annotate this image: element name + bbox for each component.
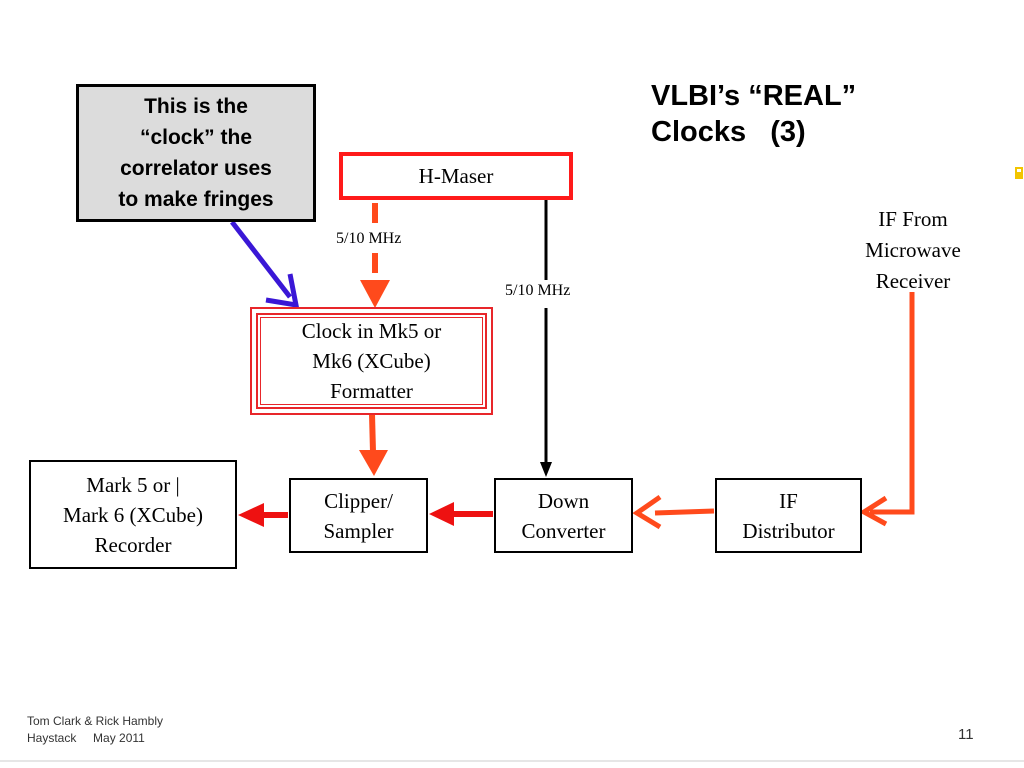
h-maser-box: H-Maser: [339, 152, 573, 200]
clipper-sampler-box: Clipper/ Sampler: [289, 478, 428, 553]
clipper-label-line: Sampler: [323, 518, 394, 543]
down-converter-box: Down Converter: [494, 478, 633, 553]
footer-line: Haystack May 2011: [27, 731, 145, 745]
ifdist-label-line: Distributor: [742, 518, 835, 543]
formatter-label-line: Mk6 (XCube): [312, 349, 431, 373]
callout-line: This is the: [144, 95, 248, 118]
slide-title: VLBI’s “REAL” Clocks (3): [651, 78, 856, 150]
edge-marker-icon: [1015, 167, 1023, 179]
page-number: 11: [958, 726, 974, 743]
ifdist-label-line: IF: [779, 488, 798, 513]
recorder-label-line: Mark 6 (XCube): [63, 502, 203, 527]
title-line: VLBI’s “REAL”: [651, 80, 857, 112]
if-source-line: Microwave: [865, 238, 961, 262]
formatter-inner-border: Clock in Mk5 or Mk6 (XCube) Formatter: [256, 313, 487, 409]
formatter-label-line: Formatter: [330, 379, 413, 403]
downconverter-frequency-label: 5/10 MHz: [505, 282, 571, 299]
footer-line: Tom Clark & Rick Hambly: [27, 714, 164, 728]
if-source-line: IF From: [878, 207, 948, 231]
clipper-label-line: Clipper/: [324, 488, 393, 513]
formatter-box: Clock in Mk5 or Mk6 (XCube) Formatter: [250, 307, 493, 415]
ifsource-to-ifdist-arrowhead: [859, 495, 888, 527]
if-distributor-box: IF Distributor: [715, 478, 862, 553]
h-maser-label: H-Maser: [418, 164, 494, 188]
correlator-clock-callout: This is the “clock” the correlator uses …: [76, 84, 316, 222]
callout-line: to make fringes: [118, 188, 274, 211]
ifdist-to-downconverter-line: [654, 508, 715, 516]
bottom-divider: [0, 760, 1024, 762]
recorder-box: Mark 5 or | Mark 6 (XCube) Recorder: [29, 460, 237, 569]
downconverter-label-line: Down: [537, 488, 590, 513]
callout-pointer-arrow: [230, 220, 292, 299]
downconverter-label-line: Converter: [521, 518, 606, 543]
formatter-to-clipper-arrowhead: [359, 450, 388, 476]
callout-line: “clock” the: [139, 126, 253, 149]
ifsource-to-ifdist-line: [870, 292, 915, 515]
maser-to-formatter-arrowhead: [360, 280, 390, 308]
title-line: Clocks (3): [651, 116, 806, 148]
ifdist-to-downconverter-arrowhead: [632, 494, 662, 530]
if-source-label: IF From Microwave Receiver: [845, 204, 981, 297]
downconverter-to-clipper-arrowhead: [429, 502, 454, 526]
callout-line: correlator uses: [120, 157, 272, 180]
recorder-label-line: Mark 5 or |: [86, 472, 180, 497]
callout-pointer-arrowhead: [265, 273, 300, 309]
recorder-label-line: Recorder: [94, 532, 172, 557]
formatter-label-line: Clock in Mk5 or: [301, 319, 442, 343]
clipper-to-recorder-arrowhead: [238, 503, 264, 527]
maser-to-downconverter-arrowhead: [540, 462, 552, 477]
footer-credits: Tom Clark & Rick Hambly Haystack May 201…: [27, 713, 163, 747]
formatter-to-clipper-line: [369, 413, 376, 453]
if-source-line: Receiver: [875, 269, 951, 293]
formatter-frequency-label: 5/10 MHz: [336, 230, 402, 247]
